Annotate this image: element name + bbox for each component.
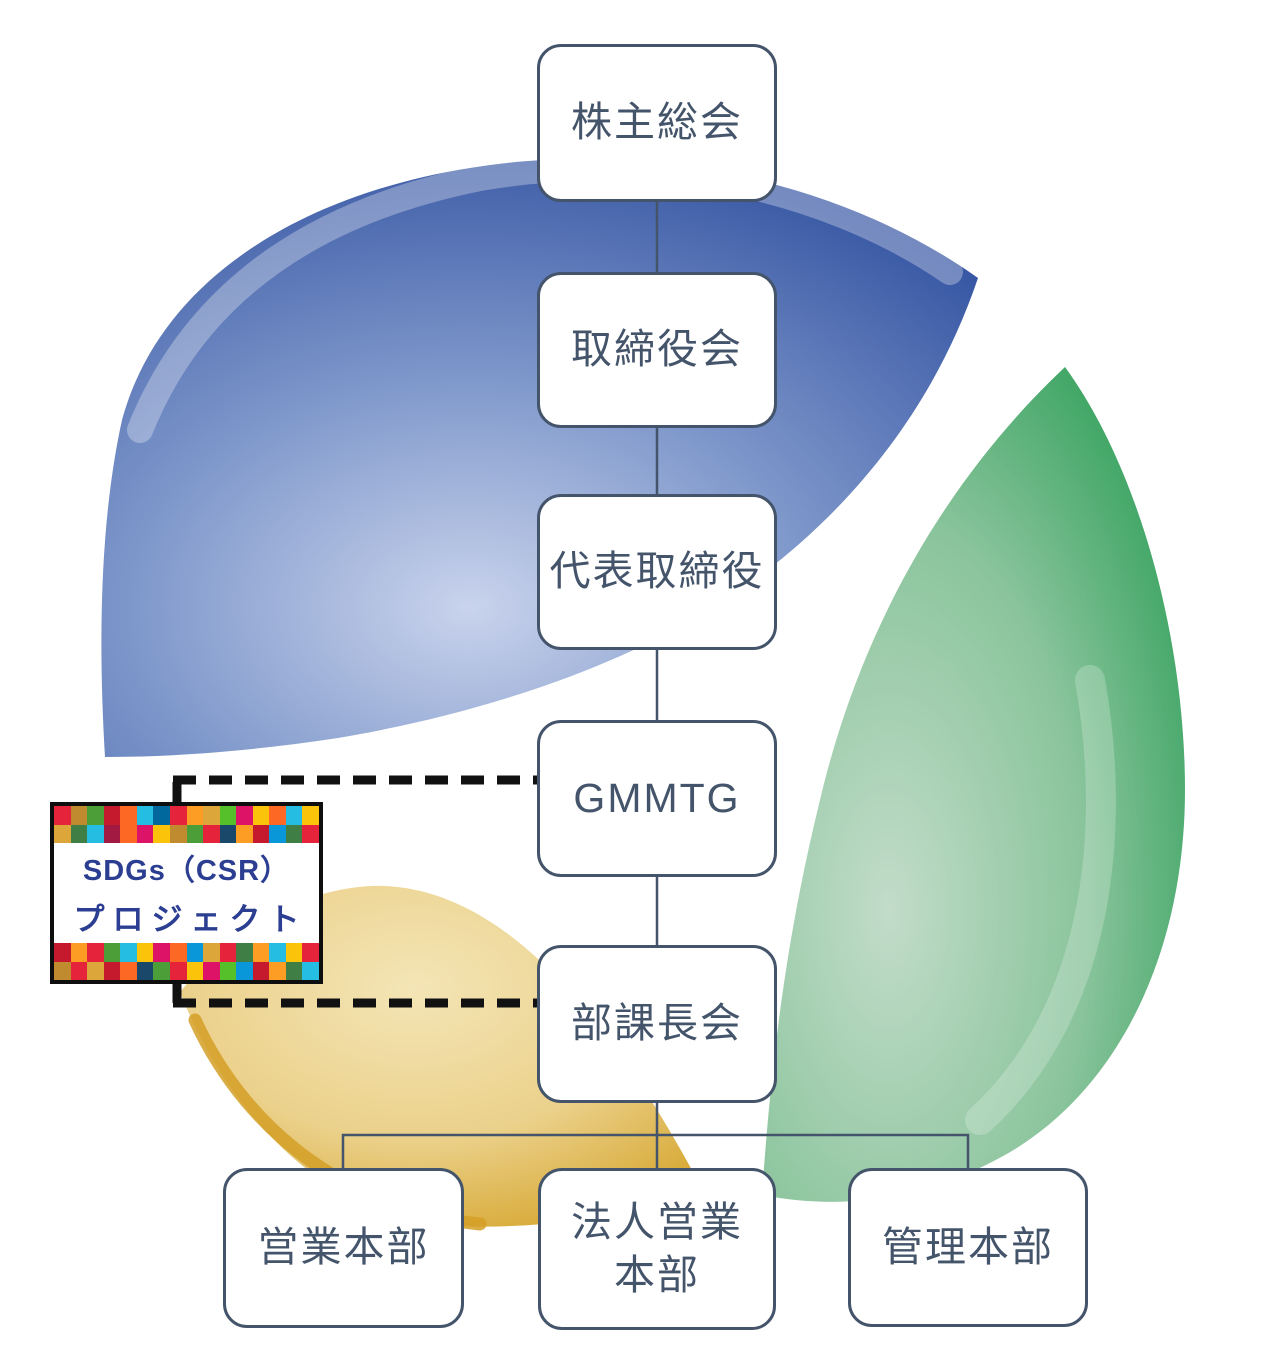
node-admin-hq: 管理本部 bbox=[848, 1168, 1088, 1327]
node-corporate-sales-line1: 法人営業 bbox=[571, 1198, 743, 1245]
node-shareholders-label: 株主総会 bbox=[571, 99, 743, 146]
node-admin-label: 管理本部 bbox=[882, 1223, 1054, 1270]
node-board-of-directors: 取締役会 bbox=[537, 272, 777, 428]
sdgs-title: SDGs（CSR） bbox=[82, 855, 291, 888]
node-board-label: 取締役会 bbox=[571, 326, 743, 373]
node-corporate-sales-hq: 法人営業 本部 bbox=[538, 1168, 776, 1330]
node-sales-hq: 営業本部 bbox=[223, 1168, 464, 1328]
sdgs-mosaic-bottom bbox=[54, 943, 319, 980]
node-gmmtg-label: GMMTG bbox=[573, 774, 741, 821]
sdgs-dashed-connectors bbox=[172, 775, 537, 1008]
node-shareholders: 株主総会 bbox=[537, 44, 777, 202]
sdgs-mosaic-top bbox=[54, 806, 319, 843]
org-connector-lines bbox=[341, 202, 970, 1168]
sdgs-text-block: SDGs（CSR） プロジェクト bbox=[54, 843, 319, 943]
node-representative-label: 代表取締役 bbox=[549, 548, 765, 595]
node-managers-meeting: 部課長会 bbox=[537, 945, 777, 1103]
node-gmmtg: GMMTG bbox=[537, 720, 777, 877]
node-managers-label: 部課長会 bbox=[571, 1000, 743, 1047]
node-sales-label: 営業本部 bbox=[257, 1224, 430, 1271]
petal-green-shape bbox=[762, 367, 1185, 1202]
sdgs-project-box: SDGs（CSR） プロジェクト bbox=[50, 802, 323, 984]
node-corporate-sales-line2: 本部 bbox=[614, 1252, 700, 1298]
sdgs-subtitle: プロジェクト bbox=[73, 901, 308, 937]
node-representative-director: 代表取締役 bbox=[537, 494, 777, 650]
